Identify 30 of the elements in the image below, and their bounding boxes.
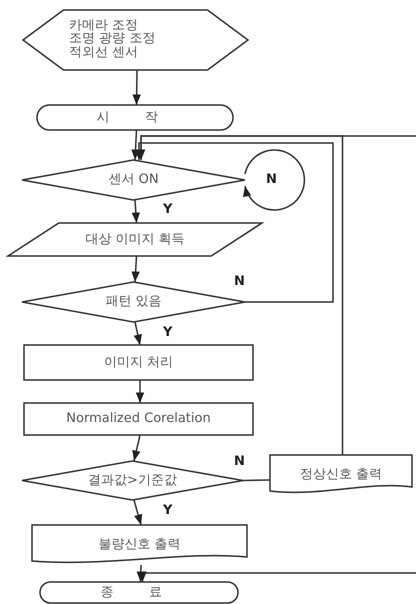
node-label: 적외선 센서 [69, 44, 138, 60]
edge-label: N [233, 275, 246, 288]
arrow [134, 322, 142, 346]
node-label: 센서 ON [108, 172, 159, 188]
arrow [132, 434, 141, 462]
node-label: 불량신호 출력 [98, 537, 181, 553]
node-label: 패턴 있음 [105, 294, 162, 310]
edge-label: Y [162, 504, 174, 517]
arrow [131, 130, 140, 160]
edge-label: N [233, 455, 246, 468]
node-label: 종 료 [100, 584, 178, 600]
node-label: 결과값>기준값 [88, 472, 177, 488]
edge-label: Y [162, 326, 174, 339]
node-label: 조명 광량 조정 [69, 31, 156, 46]
arrow [133, 500, 142, 526]
edge-label: N [265, 173, 278, 186]
node-label: 정상신호 출력 [300, 467, 382, 483]
connector-line [242, 479, 270, 482]
edge-label: Y [162, 203, 174, 216]
node-label: 대상 이미지 획득 [85, 232, 185, 248]
arrow [244, 149, 306, 211]
arrow [136, 380, 144, 403]
node-label: Normalized Corelation [66, 411, 211, 427]
arrow [132, 70, 141, 106]
arrow [132, 200, 140, 224]
node-label: 시 작 [96, 110, 174, 126]
arrow [131, 256, 140, 282]
arrow [134, 142, 334, 303]
node-label: 카메라 조정 [69, 18, 138, 33]
node-label: 이미지 처리 [104, 354, 174, 370]
